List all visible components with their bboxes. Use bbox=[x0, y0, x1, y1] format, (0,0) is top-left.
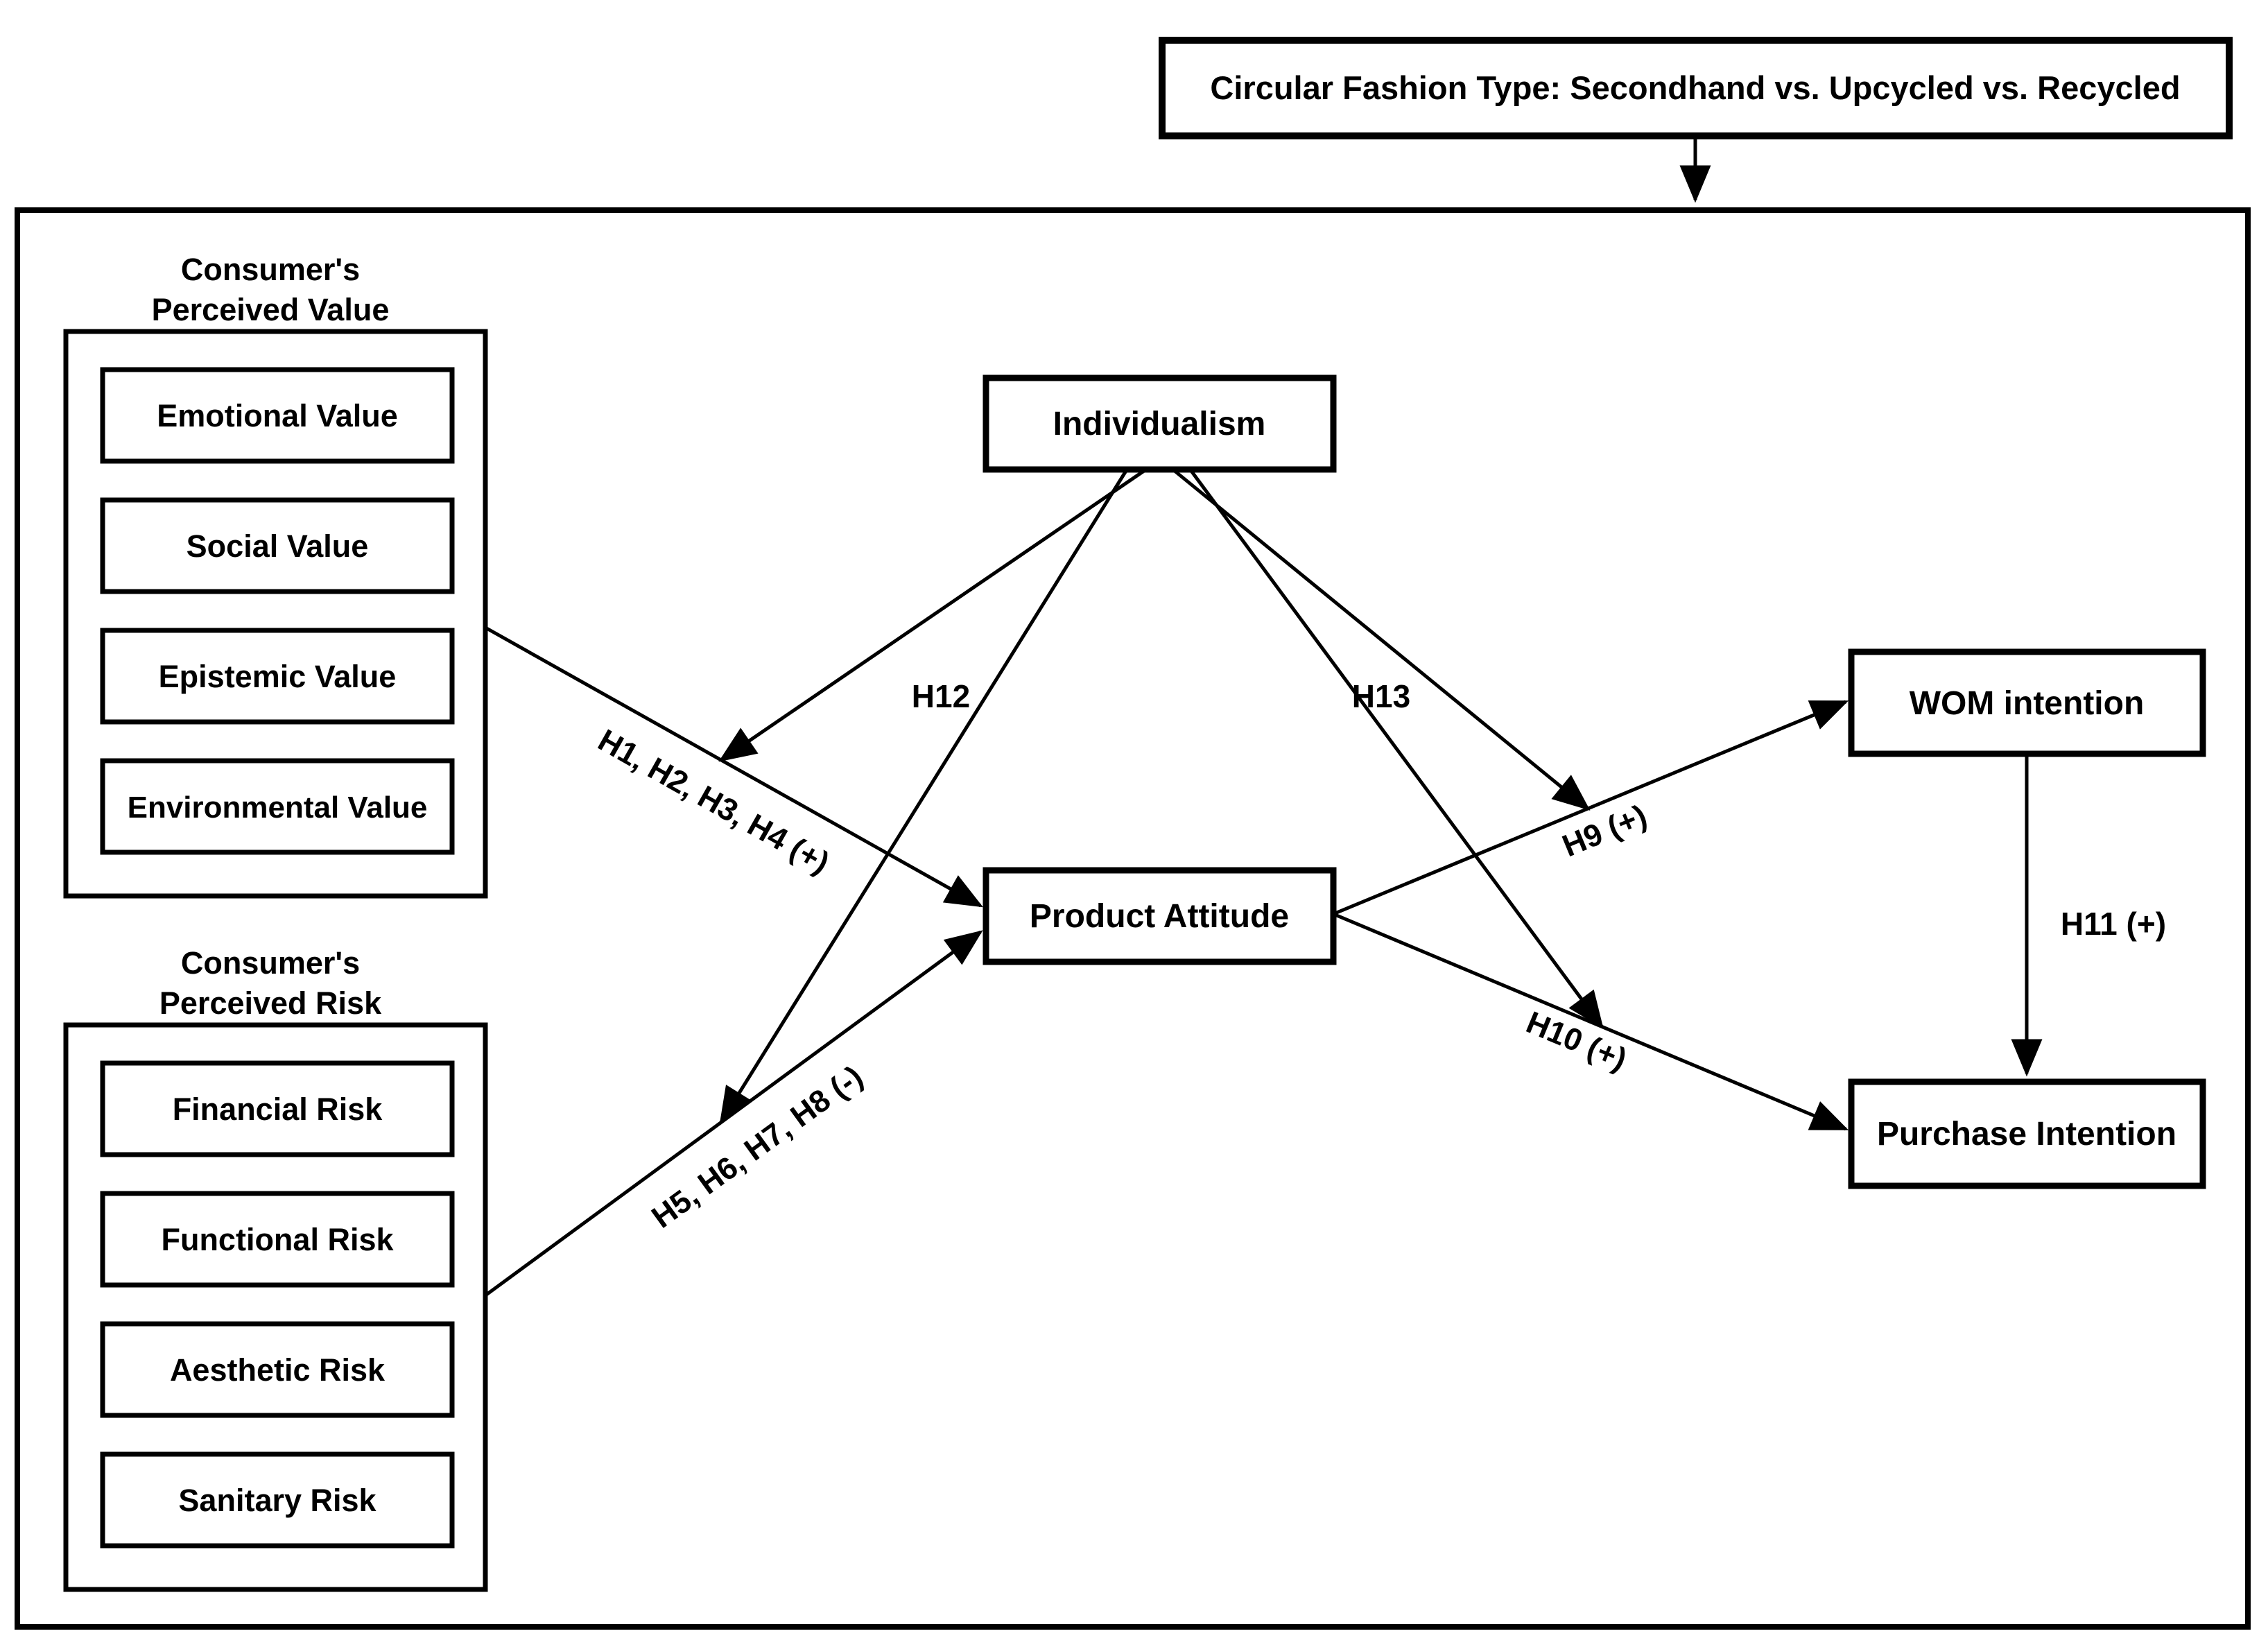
aesthetic-risk-label: Aesthetic Risk bbox=[170, 1352, 386, 1388]
financial-risk-box bbox=[100, 1060, 455, 1157]
environmental-value-box bbox=[100, 758, 455, 855]
perceived-risk-title-line1: Consumer's bbox=[181, 945, 360, 981]
emotional-value-box bbox=[100, 367, 455, 464]
individualism-moderation-arrow-h12-values bbox=[718, 469, 1145, 762]
financial-risk-label: Financial Risk bbox=[173, 1092, 383, 1127]
perceived-risk-group: Consumer's Perceived Risk Financial Risk… bbox=[63, 945, 488, 1592]
purchase-intention-box bbox=[1848, 1078, 2206, 1189]
individualism-moderation-arrow-h13-purchase bbox=[1189, 469, 1604, 1029]
individualism-moderation-arrow-h12-risks bbox=[719, 469, 1128, 1125]
sanitary-risk-box bbox=[100, 1451, 455, 1549]
social-value-box bbox=[100, 497, 455, 594]
product-attitude-box bbox=[982, 867, 1337, 965]
hypothesis-label-h13: H13 bbox=[1352, 678, 1410, 714]
circular-fashion-type-label: Circular Fashion Type: Secondhand vs. Up… bbox=[1210, 69, 2180, 106]
functional-risk-box bbox=[100, 1191, 455, 1288]
purchase-intention-label: Purchase Intention bbox=[1877, 1116, 2176, 1153]
perceived-risk-title-line2: Perceived Risk bbox=[159, 985, 382, 1021]
values-to-attitude-arrow bbox=[484, 626, 983, 908]
functional-risk-label: Functional Risk bbox=[161, 1222, 394, 1257]
perceived-value-group: Consumer's Perceived Value Emotional Val… bbox=[63, 252, 488, 899]
environmental-value-label: Environmental Value bbox=[128, 791, 428, 825]
circular-fashion-type-box bbox=[1159, 37, 2233, 139]
individualism-box bbox=[982, 374, 1337, 473]
hypothesis-label-h11: H11 (+) bbox=[2061, 906, 2166, 942]
epistemic-value-box bbox=[100, 628, 455, 725]
individualism-moderation-arrow-h13-wom bbox=[1173, 469, 1591, 811]
epistemic-value-label: Epistemic Value bbox=[159, 659, 397, 694]
social-value-label: Social Value bbox=[187, 528, 369, 564]
wom-intention-box bbox=[1848, 648, 2206, 757]
aesthetic-risk-box bbox=[100, 1321, 455, 1418]
sanitary-risk-label: Sanitary Risk bbox=[178, 1483, 376, 1518]
emotional-value-label: Emotional Value bbox=[157, 398, 398, 433]
perceived-value-title-line2: Perceived Value bbox=[152, 292, 390, 327]
wom-intention-label: WOM intention bbox=[1910, 685, 2145, 722]
product-attitude-label: Product Attitude bbox=[1030, 898, 1289, 935]
perceived-value-title-line1: Consumer's bbox=[181, 252, 360, 287]
individualism-label: Individualism bbox=[1053, 406, 1266, 442]
hypothesis-label-h12: H12 bbox=[912, 678, 970, 714]
